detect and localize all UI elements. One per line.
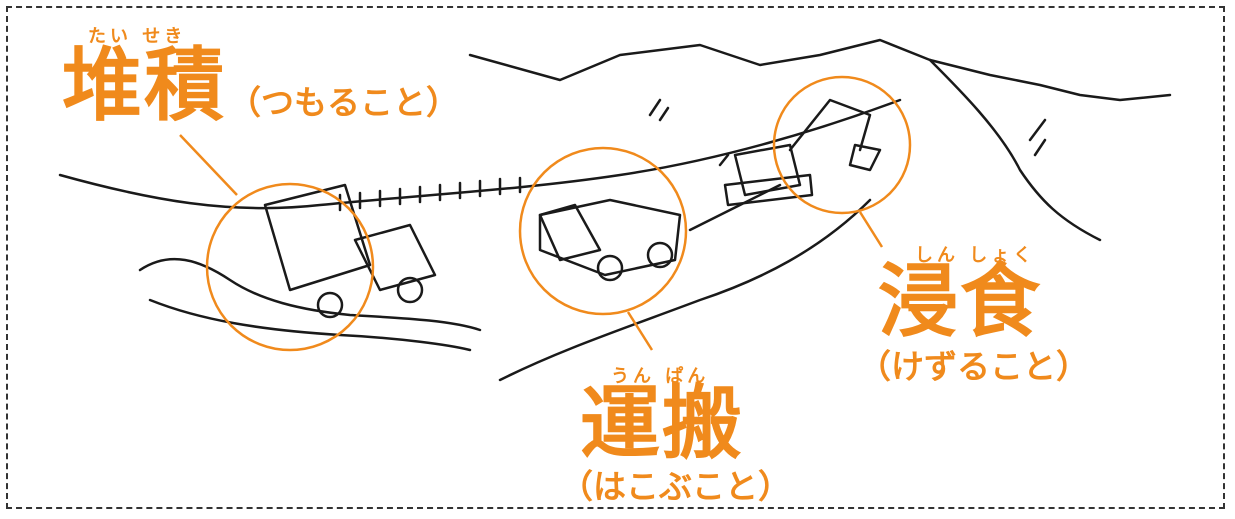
deposition-highlight-circle bbox=[205, 182, 375, 352]
erosion-kanji: 浸食 bbox=[878, 255, 1042, 348]
river-bank-far bbox=[58, 98, 902, 210]
dashed-border bbox=[6, 6, 1225, 509]
river-bank-hatch bbox=[338, 176, 522, 212]
deposition-leader-line bbox=[179, 134, 238, 196]
mountain-ridge bbox=[468, 38, 1172, 102]
erosion-gloss: （けずること） bbox=[858, 347, 1089, 386]
sediment-base bbox=[148, 298, 472, 352]
transport-kanji: 運搬 bbox=[580, 377, 744, 470]
transport-gloss: （はこぶこと） bbox=[560, 467, 791, 506]
transport-leader-line bbox=[626, 311, 654, 351]
deposition-ruby: たい せき bbox=[88, 26, 187, 47]
mountain-slope-right bbox=[928, 58, 1102, 242]
dump-truck-wheel bbox=[396, 276, 424, 304]
haul-truck-body bbox=[538, 198, 682, 277]
haul-truck-wheel bbox=[596, 254, 624, 282]
transport-highlight-circle bbox=[518, 146, 688, 316]
excavator-bucket bbox=[848, 143, 882, 172]
haul-truck-cab bbox=[538, 203, 602, 262]
road-outline bbox=[498, 198, 872, 382]
excavator-arm bbox=[788, 98, 872, 152]
erosion-ruby: しん しょく bbox=[915, 245, 1036, 266]
dump-truck-bed bbox=[263, 183, 372, 292]
erosion-highlight-circle bbox=[772, 75, 912, 215]
sediment-heap bbox=[138, 257, 482, 332]
mountain-hatch bbox=[648, 98, 1047, 167]
deposition-gloss: （つもること） bbox=[228, 83, 459, 122]
erosion-leader-line bbox=[858, 211, 884, 248]
deposition-kanji: 堆積 bbox=[62, 39, 226, 132]
transport-ruby: うん ぱん bbox=[611, 366, 710, 387]
dump-truck-wheel bbox=[316, 291, 344, 319]
haul-truck-wheel bbox=[646, 241, 674, 269]
excavator-body bbox=[733, 143, 802, 197]
